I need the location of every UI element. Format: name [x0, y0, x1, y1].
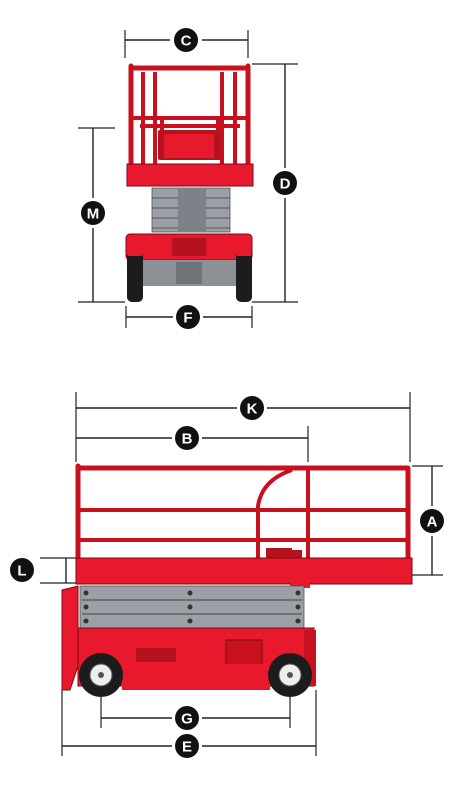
dimension-e: E: [61, 690, 317, 758]
dimension-d: D: [252, 63, 298, 303]
side-machine: [61, 463, 413, 697]
dimension-k: K: [75, 392, 411, 462]
front-wheel: [79, 653, 123, 697]
label-b-badge: B: [175, 426, 199, 450]
label-g: G: [181, 711, 193, 728]
dimension-l: L: [10, 557, 76, 584]
front-machine: [125, 63, 254, 302]
label-e: E: [182, 739, 192, 756]
label-m-badge: M: [81, 201, 105, 225]
label-c: C: [181, 33, 192, 50]
label-f: F: [183, 310, 192, 327]
label-d-badge: D: [273, 171, 297, 195]
label-d: D: [280, 176, 291, 193]
label-f-badge: F: [176, 305, 200, 329]
side-view: K B A: [10, 392, 444, 758]
dimension-m: M: [78, 127, 125, 303]
dimension-a: A: [412, 465, 444, 576]
dimension-g: G: [100, 695, 291, 730]
dimension-f: F: [125, 305, 253, 329]
dimension-b: B: [76, 426, 309, 462]
label-k-badge: K: [240, 396, 264, 420]
label-g-badge: G: [175, 706, 199, 730]
label-a: A: [427, 514, 438, 531]
label-k: K: [247, 401, 258, 418]
label-m: M: [87, 206, 100, 223]
label-c-badge: C: [174, 28, 198, 52]
label-a-badge: A: [420, 509, 444, 533]
rear-wheel: [268, 653, 312, 697]
label-l: L: [17, 563, 26, 580]
dimension-c: C: [124, 28, 249, 58]
front-view: C D M: [78, 28, 298, 329]
label-l-badge: L: [10, 558, 34, 582]
label-b: B: [182, 431, 193, 448]
label-e-badge: E: [175, 734, 199, 758]
